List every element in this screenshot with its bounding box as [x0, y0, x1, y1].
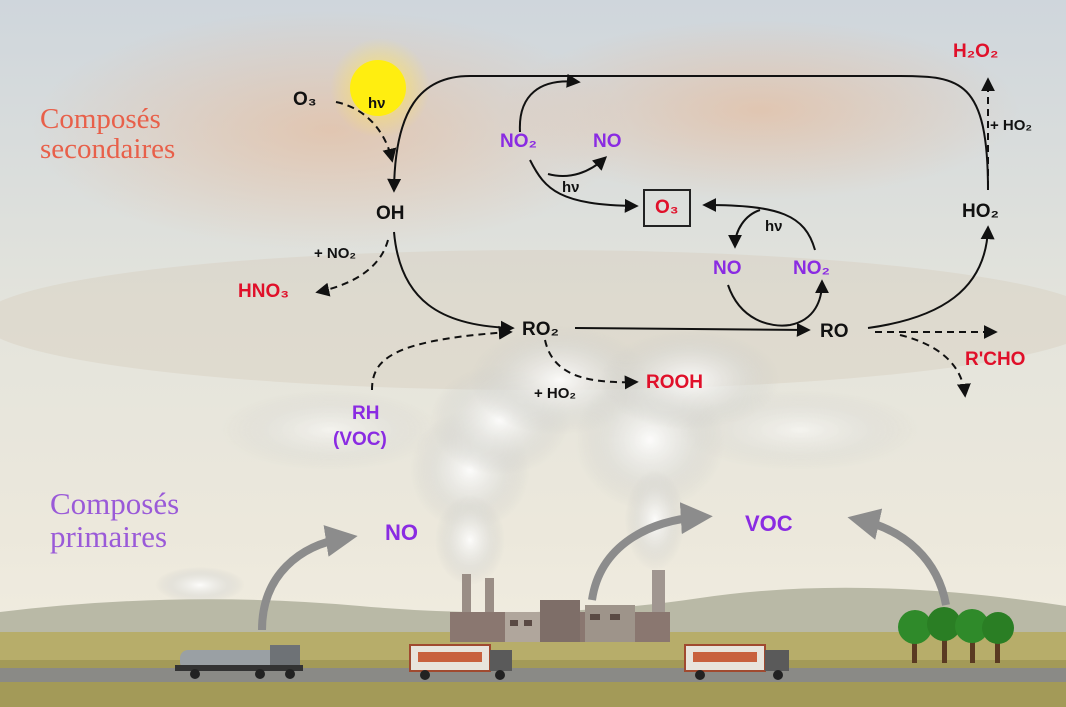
- truck-icon: [175, 645, 303, 679]
- road: [0, 668, 1066, 682]
- emission-arrow-no: [258, 525, 358, 631]
- primary-title-line1: Composés: [50, 486, 180, 521]
- label-o3-center: O₃: [655, 197, 679, 218]
- factory-illustration: [450, 570, 670, 642]
- primary-title-line2: primaires: [50, 518, 168, 554]
- label-o3-top: O₃: [293, 89, 317, 110]
- secondary-title-line1: Composés: [40, 103, 161, 135]
- label-rh: RH: [352, 403, 380, 424]
- emission-arrow-factory-voc: [588, 502, 713, 601]
- emission-arrow-trees-voc: [847, 508, 950, 606]
- label-hv-1: hν: [368, 95, 386, 112]
- label-no-right: NO: [713, 258, 742, 279]
- label-ro: RO: [820, 321, 849, 342]
- trees-icon: [898, 607, 1014, 663]
- label-hno3: HNO₃: [238, 281, 290, 302]
- label-no-emission: NO: [385, 520, 418, 545]
- smog-band: [0, 250, 1066, 390]
- sun-icon: [350, 60, 406, 116]
- label-h2o2: H₂O₂: [953, 41, 999, 62]
- smoke-plumes: [155, 325, 920, 603]
- dashed-arrows: [315, 77, 998, 398]
- label-plus-ho2-top: + HO₂: [990, 117, 1033, 134]
- label-hv-2: hν: [562, 179, 580, 196]
- label-no2-right: NO₂: [793, 258, 830, 279]
- label-voc-paren: (VOC): [333, 429, 387, 450]
- label-plus-ho2-rooh: + HO₂: [534, 385, 577, 402]
- label-plus-no2-oh: + NO₂: [314, 245, 357, 262]
- trailer-truck-icon: [409, 644, 512, 680]
- label-hv-3: hν: [765, 218, 783, 235]
- primary-compounds-title: Composés primaires: [50, 486, 180, 554]
- label-voc-emission: VOC: [745, 511, 793, 536]
- grass-field-dark: [0, 660, 1066, 707]
- label-rooh: ROOH: [646, 372, 703, 393]
- label-ho2: HO₂: [962, 201, 999, 222]
- secondary-compounds-title: Composés secondaires: [40, 104, 175, 165]
- pollution-haze: [30, 10, 630, 250]
- secondary-title-line2: secondaires: [40, 133, 176, 166]
- label-ro2: RO₂: [522, 319, 559, 340]
- label-no-left: NO: [593, 131, 622, 152]
- pollution-haze-2: [500, 20, 1020, 200]
- trailer-truck-icon-2: [684, 644, 789, 680]
- label-no2-left: NO₂: [500, 131, 537, 152]
- reaction-arrows: [387, 73, 995, 337]
- o3-center-box: [643, 189, 691, 227]
- label-rcho: R'CHO: [965, 349, 1026, 370]
- label-oh: OH: [376, 203, 405, 224]
